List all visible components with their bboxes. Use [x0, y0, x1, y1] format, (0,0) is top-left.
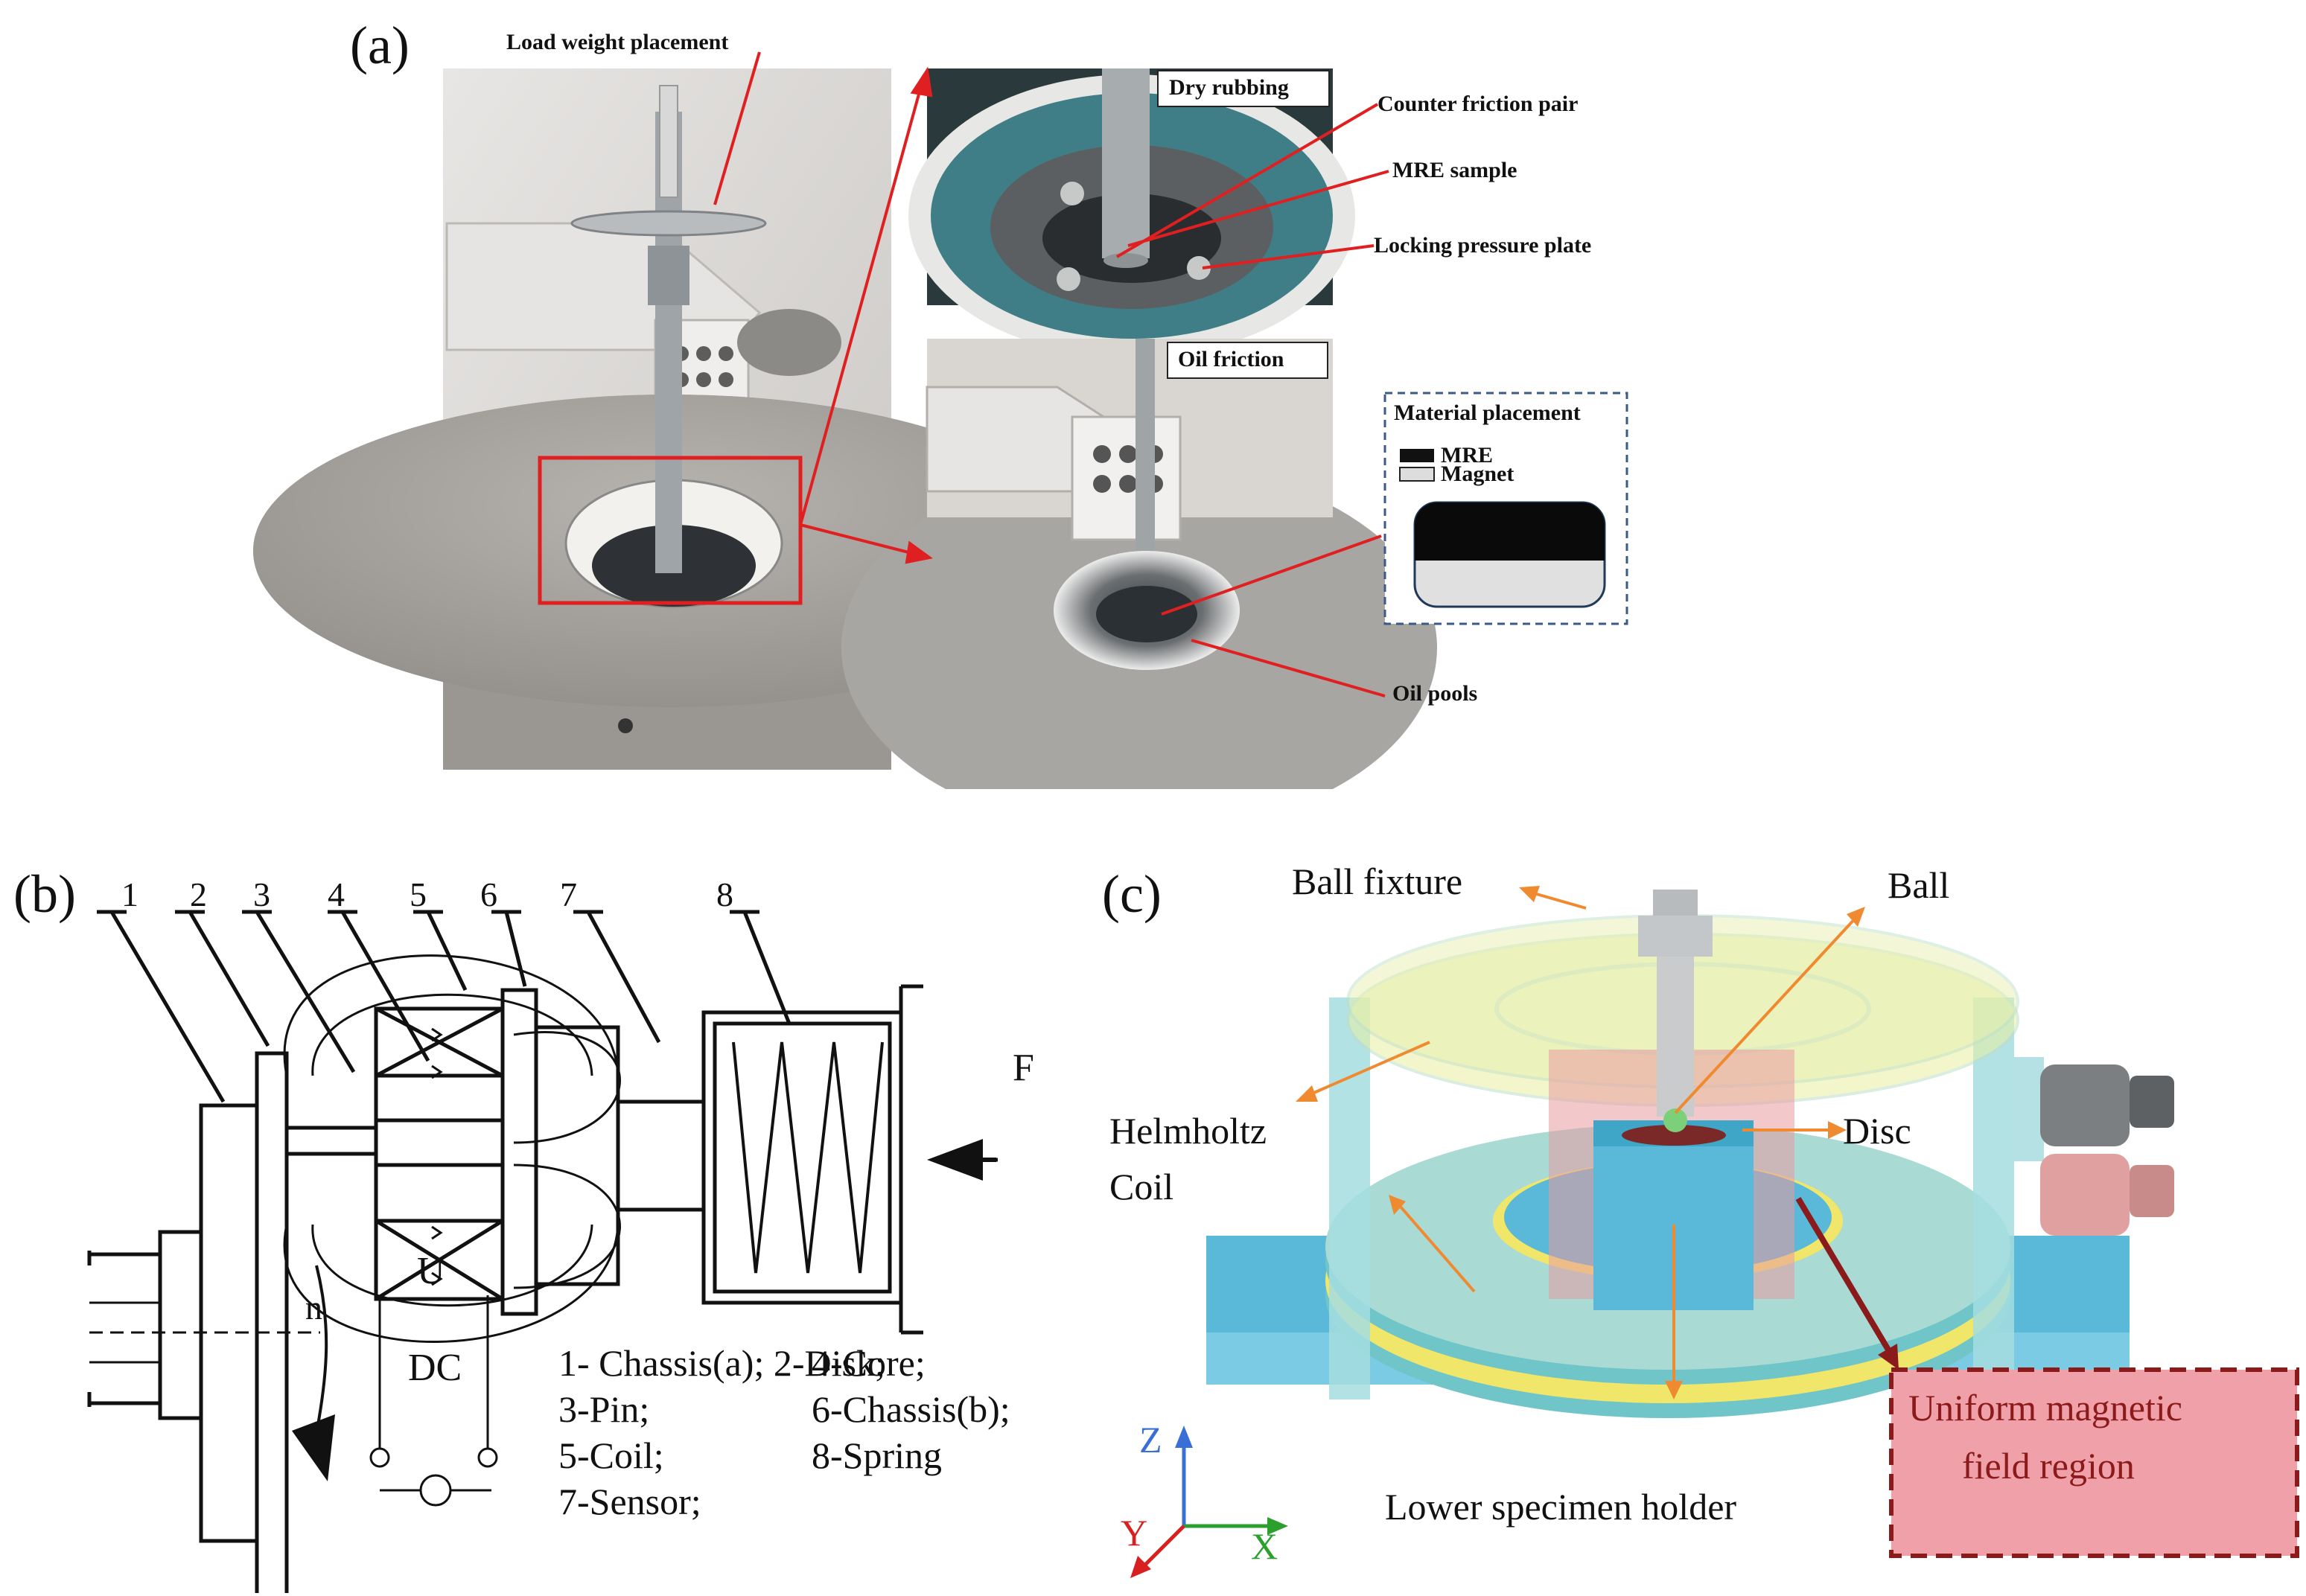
oil-friction-photo — [841, 339, 1437, 789]
schematic-legend: 1- Chassis(a); 2-Disk; 3-Pin; 5-Coil; 7-… — [558, 1340, 885, 1525]
panel-c-label: (c) — [1102, 864, 1162, 924]
label-ball: Ball — [1888, 864, 1950, 906]
schem-num-1: 1 — [121, 875, 138, 913]
label-load-weight: Load weight placement — [506, 30, 729, 54]
schem-num-3: 3 — [253, 875, 270, 913]
uniform-label-2: field region — [1962, 1445, 2135, 1487]
label-disc: Disc — [1843, 1110, 1911, 1152]
schem-num-5: 5 — [410, 875, 427, 913]
legend-row-4b: 8-Spring — [812, 1434, 942, 1476]
legend-row-3: 5-Coil; — [558, 1434, 664, 1476]
rotation-label: n — [305, 1289, 322, 1327]
label-ball-fixture: Ball fixture — [1292, 861, 1463, 902]
schem-num-6: 6 — [480, 875, 497, 913]
uniform-label-1: Uniform magnetic — [1908, 1387, 2182, 1429]
voltage-label: U — [417, 1250, 445, 1292]
schematic-legend-col2: 4-Core; 6-Chassis(b); 8-Spring — [812, 1340, 1010, 1478]
connector-arrows — [713, 51, 1389, 698]
legend-row-2b: 4-Core; — [812, 1342, 926, 1384]
schem-num-7: 7 — [560, 875, 577, 913]
panel-c-3d-model — [1130, 886, 2299, 1578]
legend-row-3b: 6-Chassis(b); — [812, 1388, 1010, 1430]
label-locking-plate: Locking pressure plate — [1374, 233, 1592, 258]
dry-rubbing-photo — [908, 68, 1355, 357]
panel-a-label: (a) — [350, 16, 410, 75]
schem-num-4: 4 — [328, 875, 345, 913]
label-lower-holder: Lower specimen holder — [1385, 1486, 1737, 1528]
panel-a-figure — [253, 51, 1628, 789]
label-material-placement: Material placement — [1394, 400, 1581, 425]
label-counter-friction: Counter friction pair — [1377, 92, 1579, 116]
force-label: F — [1013, 1047, 1034, 1089]
schem-num-8: 8 — [716, 875, 733, 913]
label-oil-pools: Oil pools — [1392, 681, 1478, 706]
axis-z-label: Z — [1139, 1419, 1162, 1461]
label-mre-sample: MRE sample — [1392, 158, 1517, 182]
tag-dry-rubbing: Dry rubbing — [1169, 75, 1289, 100]
label-helmholtz-1: Helmholtz — [1109, 1110, 1267, 1152]
axis-x-label: X — [1251, 1525, 1278, 1567]
panel-b-schematic — [87, 910, 998, 1593]
legend-mre: MRE — [1441, 443, 1493, 467]
material-placement-inset — [1383, 392, 1628, 625]
dc-label: DC — [408, 1347, 462, 1389]
schem-num-2: 2 — [190, 875, 207, 913]
label-helmholtz-2: Coil — [1109, 1166, 1174, 1207]
legend-row-4: 7-Sensor; — [558, 1481, 701, 1522]
legend-magnet: Magnet — [1441, 462, 1514, 486]
legend-row-1: 1- Chassis(a); 2-Disk; — [558, 1342, 885, 1384]
legend-row-2: 3-Pin; — [558, 1388, 650, 1430]
panel-b-label: (b) — [13, 864, 76, 924]
axis-y-label: Y — [1121, 1512, 1148, 1554]
tag-oil-friction: Oil friction — [1178, 347, 1284, 371]
